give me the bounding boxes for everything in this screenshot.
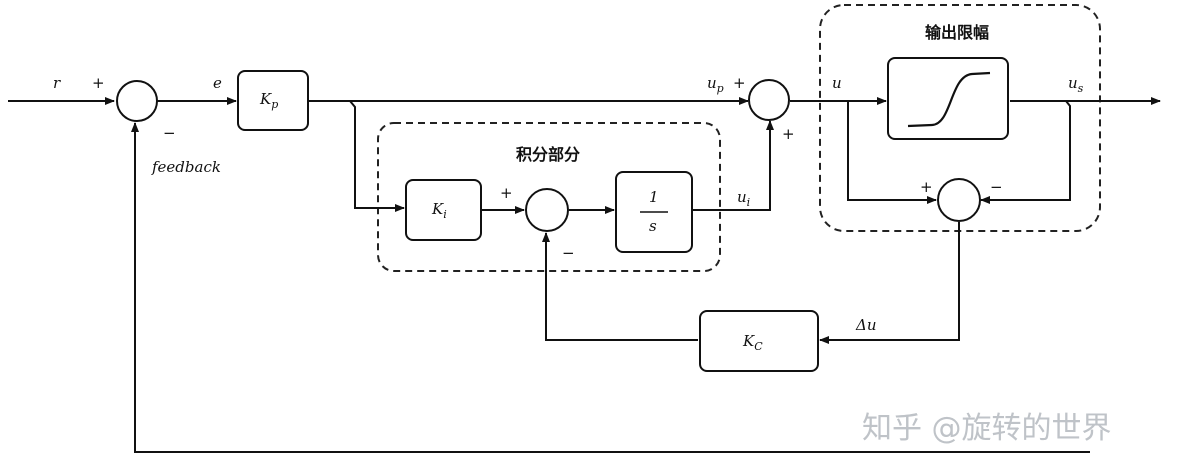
sum-junction-integral: [525, 188, 569, 232]
sign-plus-ki: +: [500, 184, 513, 202]
sign-plus-ui: +: [782, 125, 795, 143]
integral-group-title: 积分部分: [516, 145, 580, 164]
sum-junction-error: [116, 80, 158, 122]
wire-ki-branch: [349, 100, 405, 212]
integrator-numerator: 1: [649, 188, 659, 206]
saturation-curve-icon: [907, 71, 991, 128]
integrator-denominator: s: [649, 217, 657, 235]
wire-du: [819, 222, 960, 344]
sign-minus-us: −: [990, 178, 1003, 196]
sign-plus-r: +: [92, 74, 105, 92]
ki-block: [405, 179, 482, 241]
signal-r: r: [53, 74, 61, 92]
wire-kc-feedback: [542, 232, 698, 341]
wire-feedback: [131, 122, 1090, 453]
saturation-block: [887, 57, 1009, 140]
wire-ui: [692, 120, 774, 211]
signal-delta-u: Δu: [855, 316, 877, 334]
watermark: 知乎 @旋转的世界: [862, 411, 1112, 446]
sum-junction-output: [748, 79, 790, 121]
sign-minus-feedback: −: [163, 124, 176, 142]
kp-label: Kp: [259, 90, 278, 111]
sign-minus-kc: −: [562, 244, 575, 262]
wire-us-to-diff: [980, 100, 1071, 204]
limiter-group-title: 输出限幅: [925, 23, 989, 42]
signal-feedback: feedback: [151, 158, 221, 176]
signal-us: us: [1068, 74, 1084, 95]
sign-plus-up: +: [733, 74, 746, 92]
signal-u: u: [832, 74, 842, 92]
wire-u-to-diff: [847, 101, 937, 204]
kc-block: [699, 310, 819, 372]
signal-ui: ui: [737, 188, 750, 209]
sign-plus-u: +: [920, 178, 933, 196]
signal-e: e: [213, 74, 222, 92]
ki-label: Ki: [431, 200, 447, 221]
sum-junction-saturation-diff: [937, 178, 981, 222]
kp-block: [237, 70, 309, 131]
integral-group-box: [377, 122, 721, 272]
signal-up: up: [707, 74, 724, 95]
kc-label: KC: [742, 332, 763, 353]
